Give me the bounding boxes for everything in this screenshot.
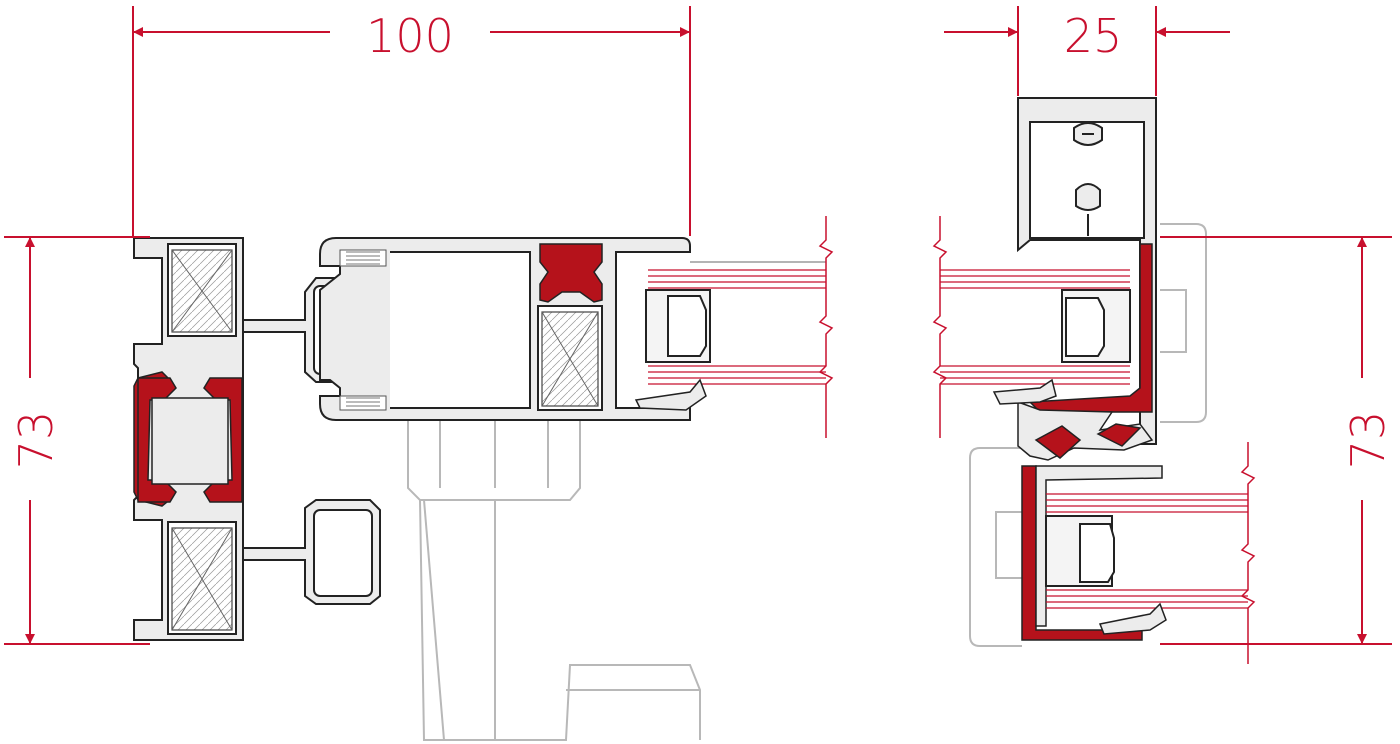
gasket-right-b — [1098, 602, 1167, 635]
glass-break-line-left — [818, 216, 834, 438]
glazing-spacer-left — [645, 289, 711, 363]
right-outer-frame — [1017, 97, 1157, 445]
glazing-right-lower — [1046, 493, 1248, 609]
right-sash-and-glass — [1017, 243, 1163, 641]
gasket-left — [634, 378, 707, 411]
dimension-label-left-height: 73 — [9, 411, 63, 470]
sash-thermal-insert — [539, 243, 603, 303]
gasket-right-a — [992, 378, 1057, 405]
thermal-break-left — [133, 371, 243, 507]
glazing-spacers-right — [1045, 289, 1131, 587]
glass-break-line-right-b — [1240, 442, 1256, 664]
right-background-parts — [969, 223, 1207, 647]
dimension-label-top-left: 100 — [366, 9, 454, 63]
dimension-label-top-right: 25 — [1064, 9, 1123, 63]
glazing-left — [648, 261, 826, 385]
glazing-right-upper — [940, 269, 1130, 385]
sash-profile — [319, 237, 691, 421]
dimension-label-right-height: 73 — [1341, 411, 1395, 470]
dimension-lines — [4, 6, 1392, 645]
glass-break-line-right-a — [932, 216, 948, 438]
